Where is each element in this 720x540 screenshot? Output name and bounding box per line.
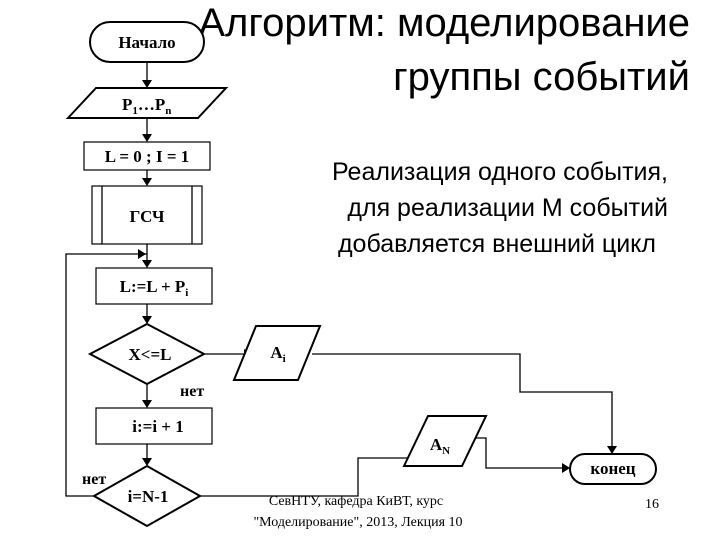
edge-an-end: [466, 437, 564, 469]
note-line-3: добавляется внешний цикл: [338, 230, 656, 258]
arrowhead: [142, 400, 152, 408]
init-process: L = 0 ; I = 1: [83, 141, 211, 171]
init-process-shape: [83, 141, 211, 171]
rng-label: ГСЧ: [130, 207, 165, 226]
no-label-1: нет: [180, 383, 204, 400]
no-label-2: нет: [82, 471, 106, 488]
edge-ai-end: [312, 353, 613, 448]
decision-x-le-l-label: X<=L: [129, 345, 172, 364]
rng-process: ГСЧ: [91, 185, 203, 245]
arrowhead: [142, 134, 152, 142]
title-line-2: группы событий: [393, 55, 690, 99]
note-line-2: для реализации M событий: [347, 194, 668, 222]
rng-process-shape: [91, 185, 203, 245]
footer-line-1: СевНТУ, кафедра КиВТ, курс: [269, 494, 443, 509]
arrowhead: [142, 178, 152, 186]
input-label: P1…Pn: [122, 95, 171, 117]
output-ai-shape: [232, 325, 322, 381]
note-line-1: Реализация одного события,: [332, 158, 668, 186]
decision-i-eq-n: i=N-1: [91, 464, 203, 528]
decision-x-le-l: X<=L: [87, 322, 207, 386]
end-terminator-shape: [569, 453, 657, 485]
decision-x-le-l-shape: [87, 322, 207, 386]
output-ai: Ai: [232, 325, 322, 381]
accum-process-shape: [95, 267, 213, 305]
footer-line-2: "Моделирование", 2013, Лекция 10: [253, 515, 462, 530]
end-terminator: конец: [569, 453, 657, 485]
arrowhead: [138, 249, 146, 259]
arrowhead: [562, 463, 570, 473]
title-line-1: Алгоритм: моделирование: [198, 1, 690, 45]
decision-i-eq-n-label: i=N-1: [128, 487, 169, 506]
arrowhead: [142, 316, 152, 324]
accum-label: L:=L + Pi: [120, 277, 189, 299]
input-node-shape: [65, 87, 229, 119]
start-label: Начало: [118, 33, 175, 52]
incr-process: i:=i + 1: [95, 407, 213, 445]
edge-cond2-loop: [65, 253, 147, 497]
arrowhead: [142, 260, 152, 268]
accum-process: L:=L + Pi: [95, 267, 213, 305]
decision-i-eq-n-shape: [91, 464, 203, 528]
start-terminator: Начало: [89, 21, 205, 63]
start-terminator-shape: [89, 21, 205, 63]
init-label: L = 0 ; I = 1: [105, 147, 190, 166]
incr-process-shape: [95, 407, 213, 445]
input-node: P1…Pn: [65, 87, 229, 119]
output-an: AN: [402, 415, 488, 467]
output-an-shape: [402, 415, 488, 467]
edge-cond2-an: [200, 457, 414, 497]
output-ai-label: Ai: [270, 343, 285, 365]
end-label: конец: [590, 459, 635, 478]
arrowhead: [142, 80, 152, 88]
arrowhead: [607, 446, 617, 454]
arrowhead: [142, 458, 152, 466]
output-an-label: AN: [430, 435, 450, 457]
page-number: 16: [645, 497, 659, 512]
incr-label: i:=i + 1: [132, 417, 183, 436]
